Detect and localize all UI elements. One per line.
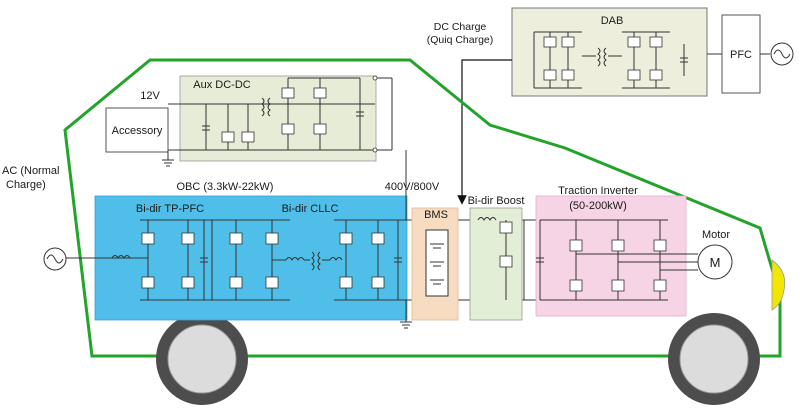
accessory-block xyxy=(105,107,169,153)
mosfet-switch-icon xyxy=(339,276,353,289)
hv-bus-label: 400V/800V xyxy=(385,181,440,193)
mosfet-switch-icon xyxy=(281,123,295,135)
aux-dcdc-block xyxy=(179,75,377,162)
mosfet-switch-icon xyxy=(543,69,557,81)
dab-left-bridge xyxy=(533,31,582,89)
mosfet-switch-icon xyxy=(181,232,195,245)
headlight xyxy=(771,259,786,311)
ac-charge-label: AC (Normal xyxy=(2,165,59,177)
dc-charge-label: DC Charge xyxy=(434,21,487,33)
rear-right-wheel xyxy=(668,313,760,405)
mosfet-switch-icon xyxy=(653,239,667,252)
mosfet-switch-icon xyxy=(561,69,575,81)
mosfet-switch-icon xyxy=(569,239,583,252)
mosfet-switch-icon xyxy=(313,123,327,135)
aux-transformer xyxy=(261,97,271,117)
mosfet-switch-icon xyxy=(499,255,513,268)
mosfet-switch-icon xyxy=(229,276,243,289)
obc-label: OBC (3.3kW-22kW) xyxy=(177,181,274,193)
mosfet-switch-icon xyxy=(371,232,385,245)
ground-icon xyxy=(162,150,174,167)
mosfet-switch-icon xyxy=(265,232,279,245)
ground-icon xyxy=(400,321,412,329)
grid-source xyxy=(770,42,794,66)
mosfet-switch-icon xyxy=(569,279,583,292)
battery-stack-icon xyxy=(425,229,449,297)
traction-power-label: (50-200kW) xyxy=(569,200,626,212)
sine-wave-source-icon xyxy=(773,49,791,59)
pfc-block xyxy=(721,14,761,94)
mosfet-switch-icon xyxy=(181,276,195,289)
mosfet-switch-icon xyxy=(141,276,155,289)
vehicle-outline xyxy=(63,58,782,358)
mosfet-switch-icon xyxy=(649,36,663,48)
motor-label: Motor xyxy=(702,229,730,241)
mosfet-switch-icon xyxy=(627,36,641,48)
bidir-tp-pfc-label: Bi-dir TP-PFC xyxy=(136,203,204,215)
mosfet-switch-icon xyxy=(339,232,353,245)
mosfet-switch-icon xyxy=(627,69,641,81)
dc-charge-arrow xyxy=(457,59,512,205)
ac-charge-subtitle: Charge) xyxy=(6,179,46,191)
mosfet-switch-icon xyxy=(229,232,243,245)
bms-label: BMS xyxy=(424,209,448,221)
mosfet-switch-icon xyxy=(371,276,385,289)
dab-label: DAB xyxy=(601,15,624,27)
mosfet-switch-icon xyxy=(141,232,155,245)
front-left-wheel xyxy=(156,313,248,405)
sine-wave-source-icon xyxy=(46,254,64,264)
pfc-label: PFC xyxy=(730,49,752,61)
mosfet-switch-icon xyxy=(241,131,255,143)
accessory-label: Accessory xyxy=(112,125,163,137)
mosfet-switch-icon xyxy=(561,36,575,48)
dab-block xyxy=(511,7,708,97)
motor-symbol: M xyxy=(710,255,721,270)
ac-source xyxy=(43,247,67,271)
mosfet-switch-icon xyxy=(543,36,557,48)
mosfet-switch-icon xyxy=(611,239,625,252)
mosfet-switch-icon xyxy=(611,279,625,292)
12v-label: 12V xyxy=(140,90,160,102)
aux-dcdc-label: Aux DC-DC xyxy=(193,79,251,91)
traction-inverter-label: Traction Inverter xyxy=(558,185,638,197)
boost-block xyxy=(469,207,523,321)
cllc-resonant-tank xyxy=(272,251,343,271)
mosfet-switch-icon xyxy=(265,276,279,289)
motor-icon: M xyxy=(697,244,733,280)
traction-inverter-block xyxy=(535,195,687,317)
dab-transformer xyxy=(582,47,622,67)
mosfet-switch-icon xyxy=(653,279,667,292)
mosfet-switch-icon xyxy=(313,87,327,99)
mosfet-switch-icon xyxy=(281,87,295,99)
bidir-cllc-label: Bi-dir CLLC xyxy=(282,203,339,215)
mosfet-switch-icon xyxy=(649,69,663,81)
dab-right-bridge xyxy=(622,31,688,89)
mosfet-switch-icon xyxy=(221,131,235,143)
mosfet-switch-icon xyxy=(499,221,513,234)
dc-charge-subtitle: (Quiq Charge) xyxy=(427,34,494,46)
bidir-boost-label: Bi-dir Boost xyxy=(468,195,525,207)
